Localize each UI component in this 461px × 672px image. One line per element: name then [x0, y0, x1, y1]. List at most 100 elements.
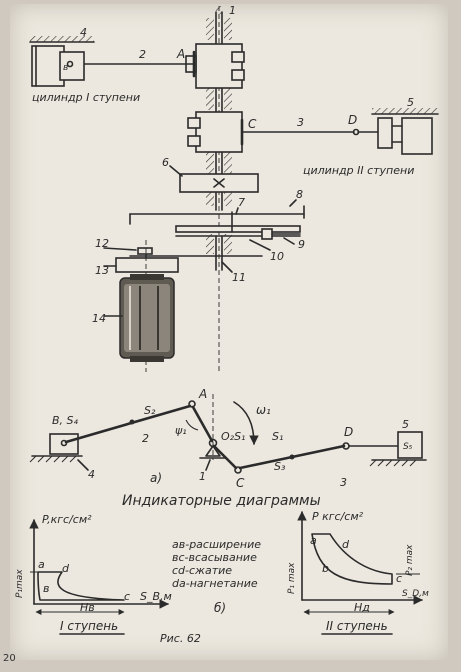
label-S5: S₅ [403, 442, 413, 452]
diag1-point-d: d [62, 562, 70, 575]
diag2-x-label: S_D,м [402, 589, 429, 599]
part-label-7: 7 [238, 196, 245, 209]
motor-14 [103, 274, 175, 362]
figure-label-b: б) [214, 601, 226, 615]
leader-1 [205, 459, 211, 471]
diag2-stroke-label: Hд [354, 601, 370, 614]
ground-5-hatch [369, 459, 417, 467]
center-S3 [289, 454, 295, 460]
legend-cd: cd-сжатие [172, 564, 232, 577]
point-label-A: A [198, 387, 207, 401]
indicator-diagrams-title: Индикаторные диаграммы [122, 493, 321, 509]
diag1-point-a: a [38, 558, 45, 571]
crank-O2C [212, 444, 238, 470]
part-label-9: 9 [298, 238, 305, 251]
bearing-hatches [206, 18, 232, 254]
cylinder-stage-1 [29, 36, 95, 87]
part-label-10: 10 [270, 250, 284, 263]
part-label-1: 1 [229, 4, 236, 17]
part-label-5-top: 5 [407, 96, 414, 109]
label-cylinder-stage-2: цилиндр II ступени [303, 164, 414, 177]
diag1-point-c: c [124, 590, 130, 603]
part-label-5-scheme: 5 [402, 418, 409, 431]
diag2-point-d: d [342, 538, 350, 551]
ground-B-hatch [29, 455, 77, 463]
indicator-diagram-stage-1: P,кгс/см² P₁max a d в c S_B,м Hв I ступе… [15, 513, 172, 635]
label-S1: S₁ [272, 430, 283, 443]
part-label-6: 6 [162, 156, 169, 169]
part-label-3-top: 3 [297, 116, 304, 129]
coupling-12-13 [103, 240, 179, 372]
diag1-cycle-curve [37, 571, 125, 601]
cylinder-stage-2 [371, 108, 439, 155]
diag1-x-label: S_B,м [140, 590, 172, 603]
diag1-pmax-label: P₁max [15, 569, 25, 598]
point-label-D-top: D [348, 113, 357, 127]
upper-schematic: 1 A 2 4 в ци [29, 4, 439, 372]
part-label-11: 11 [232, 271, 246, 284]
slider-5 [397, 431, 423, 459]
figure-label-a: а) [150, 471, 162, 485]
part-label-4-scheme: 4 [88, 468, 95, 481]
angle-psi-arc [185, 419, 199, 431]
part-label-1-scheme: 1 [199, 470, 206, 483]
crank-web-middle [187, 111, 244, 153]
rotation-arrow-omega [233, 401, 259, 445]
gear-train [129, 199, 305, 251]
point-label-B-top: в [63, 63, 68, 73]
diag2-y-label: P кгс/см² [312, 510, 364, 523]
part-label-3-scheme: 3 [340, 476, 347, 489]
page-number: 20 [3, 653, 16, 664]
diag1-stage-label: I ступень [60, 619, 118, 633]
crank-O2A [191, 405, 214, 443]
shaft-top-hatch [216, 6, 222, 14]
legend-da: da-нагнетание [172, 577, 258, 590]
slider-B [49, 433, 79, 455]
leader-4 [77, 459, 89, 471]
point-label-A-top: A [176, 47, 185, 61]
legend-ab: ав-расширение [172, 538, 261, 551]
diag2-stage-label: II ступень [326, 619, 388, 633]
pin-C [234, 466, 242, 474]
diag2-point-b: b [322, 562, 329, 575]
legend-bc: вс-всасывание [172, 551, 257, 564]
point-label-C-top: С [248, 117, 257, 131]
diag2-cycle-curve [311, 533, 393, 585]
label-cylinder-stage-1: цилиндр I ступени [32, 91, 140, 104]
diag1-stroke-label: Hв [80, 601, 95, 614]
label-omega: ω₁ [256, 403, 271, 417]
point-label-D: D [344, 425, 353, 439]
label-BS4: В, S₄ [52, 414, 79, 427]
label-S2: S₂ [144, 404, 156, 417]
part-label-2-scheme: 2 [142, 432, 149, 445]
diag1-y-label: P,кгс/см² [42, 513, 92, 526]
point-label-C: С [236, 476, 245, 490]
label-psi: ψ₁ [175, 424, 187, 437]
label-O2S1: O₂S₁ [221, 430, 245, 443]
gear-6 [169, 165, 259, 193]
part-label-4-top: 4 [80, 26, 87, 39]
pin-A [188, 400, 196, 408]
diag2-point-a: a [310, 534, 317, 547]
kinematic-scheme: В, S₄ 4 S₂ 2 A O₂S₁ ψ₁ 1 [29, 387, 427, 509]
crank-web-upper [185, 43, 245, 89]
support-O2 [205, 445, 221, 457]
diag2-point-c: c [396, 572, 402, 585]
diag1-point-b: в [43, 582, 49, 595]
part-label-12: 12 [95, 237, 109, 250]
cycle-legend: ав-расширение вс-всасывание cd-сжатие da… [160, 538, 261, 645]
part-label-2-top: 2 [139, 48, 146, 61]
part-label-13: 13 [95, 264, 109, 277]
leader-11 [221, 261, 233, 273]
part-label-14: 14 [92, 312, 106, 325]
link-AB [64, 404, 192, 444]
indicator-diagram-stage-2: P кгс/см² P₁ max P₂ max a d b c S_D,м Hд… [287, 510, 429, 635]
diag2-p2max-label: P₂ max [405, 544, 415, 576]
label-S3: S₃ [274, 460, 286, 473]
diag2-p1max-label: P₁ max [287, 562, 297, 594]
figure-caption: Рис. 62 [160, 632, 201, 645]
part-label-8: 8 [296, 188, 303, 201]
center-S2 [129, 419, 135, 425]
